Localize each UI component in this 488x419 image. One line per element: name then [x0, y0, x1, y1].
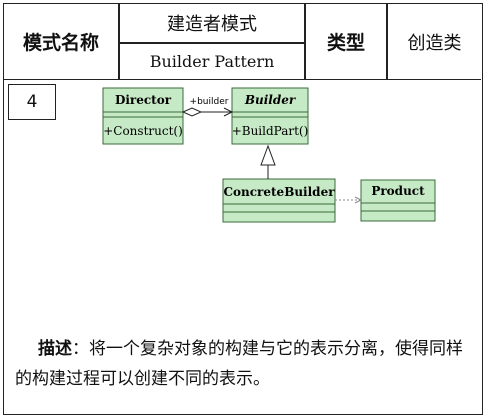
builder-method: +BuildPart() — [232, 124, 309, 138]
arrow-head-icon — [354, 196, 363, 204]
director-name: Director — [115, 93, 172, 107]
header-table: 模式名称 建造者模式 Builder Pattern 类型 创造类 — [4, 4, 481, 80]
pattern-card: 模式名称 建造者模式 Builder Pattern 类型 创造类 — [3, 3, 483, 415]
description-text: ：将一个复杂对象的构建与它的表示分离，使得同样的构建过程可以创建不同的表示。 — [15, 339, 463, 389]
divider — [304, 4, 306, 79]
description: 描述：将一个复杂对象的构建与它的表示分离，使得同样的构建过程可以创建不同的表示。 — [15, 334, 470, 394]
director-method: +Construct() — [103, 124, 183, 138]
pattern-name-cn: 建造者模式 — [167, 14, 257, 35]
type-value: 创造类 — [407, 32, 462, 54]
product-name: Product — [371, 184, 425, 198]
builder-class: Builder +BuildPart() — [231, 87, 309, 145]
divider — [118, 4, 120, 79]
dependency-connector — [335, 196, 363, 204]
director-class: Director +Construct() — [102, 87, 184, 145]
association-label: +builder — [190, 97, 229, 107]
name-label: 模式名称 — [22, 32, 99, 54]
divider — [386, 4, 388, 79]
inheritance-triangle-icon — [260, 144, 276, 166]
type-label: 类型 — [326, 32, 365, 54]
description-lead: 描述 — [38, 339, 72, 359]
generalization-connector — [260, 144, 276, 179]
aggregation-connector: +builder — [181, 97, 234, 117]
builder-name: Builder — [244, 93, 297, 107]
pattern-name-en: Builder Pattern — [149, 52, 275, 71]
concrete-builder-class: ConcreteBuilder — [222, 178, 336, 223]
product-class: Product — [360, 179, 436, 222]
aggregation-diamond-icon — [181, 107, 203, 117]
arrow-head-icon — [223, 107, 234, 117]
concrete-builder-name: ConcreteBuilder — [223, 185, 335, 199]
pattern-number: 4 — [8, 84, 56, 120]
divider — [120, 42, 304, 44]
